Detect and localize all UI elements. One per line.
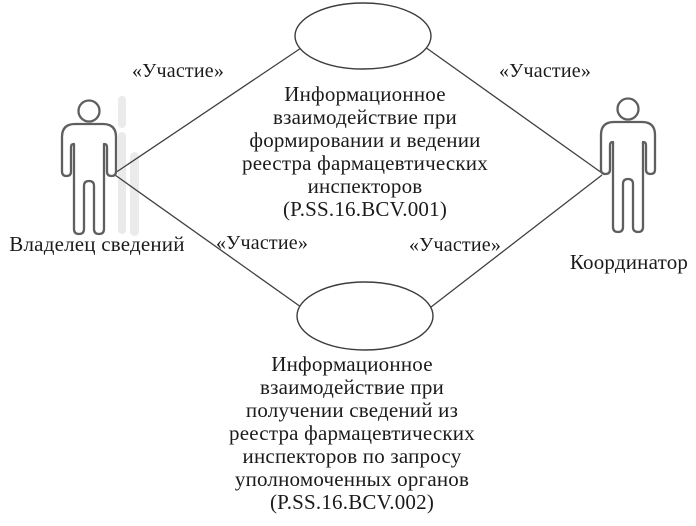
use-case-label-bottom: Информационное взаимодействие при получе… (229, 352, 475, 514)
association-line-owner-bottom (114, 174, 309, 313)
association-stereotype-coordinator-top: «Участие» (498, 60, 592, 82)
actor-figure-coordinator (599, 97, 657, 234)
use-case-ellipse-top (294, 2, 432, 70)
actor-label-owner: Владелец сведений (9, 232, 185, 256)
association-line-coordinator-top (417, 41, 603, 174)
association-stereotype-owner-bottom: «Участие» (215, 232, 309, 254)
use-case-label-top: Информационное взаимодействие при формир… (242, 82, 488, 221)
association-stereotype-coordinator-bottom: «Участие» (408, 234, 502, 256)
actor-figure-owner (60, 99, 118, 236)
association-line-owner-top (114, 41, 311, 174)
association-stereotype-owner-top: «Участие» (131, 60, 225, 82)
association-line-coordinator-bottom (421, 174, 603, 315)
scan-ghost-artifact (118, 96, 139, 236)
actor-label-coordinator: Координатор (569, 250, 689, 274)
use-case-ellipse-bottom (296, 281, 434, 351)
